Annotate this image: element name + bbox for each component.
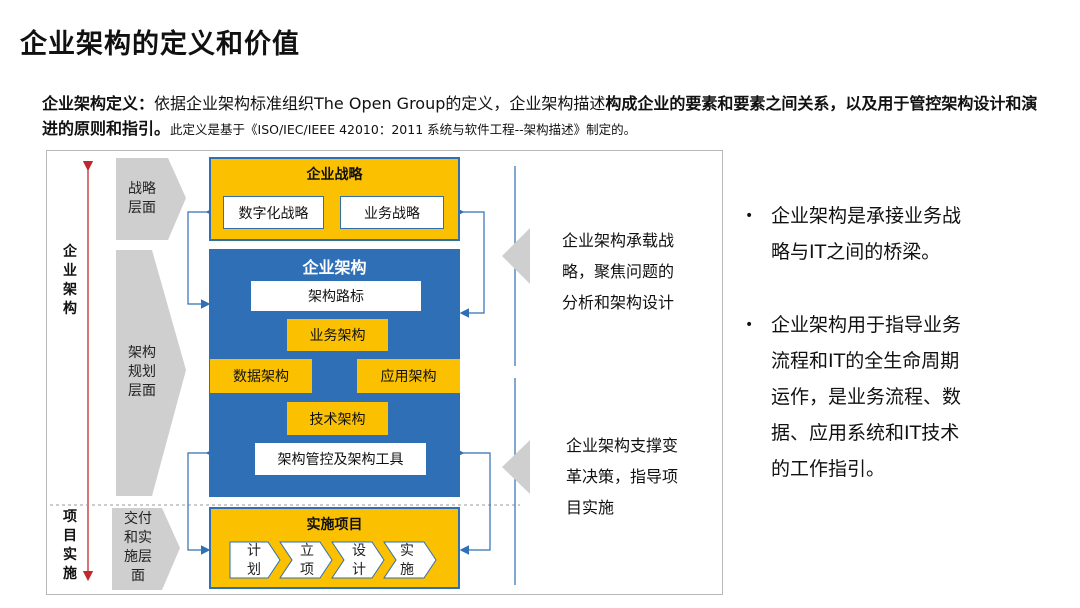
strategy-item-business: 业务战略	[340, 196, 444, 229]
side-label-enterprise-arch: 企业架构	[63, 244, 77, 317]
step-initiate-shape	[279, 541, 333, 579]
bullet-1: • 企业架构是承接业务战 略与IT之间的桥梁。	[745, 198, 985, 270]
chevron-strategy	[116, 158, 186, 240]
impl-steps	[229, 541, 437, 579]
layer-strategy: 战略层面	[128, 181, 156, 216]
step-implement-shape	[383, 541, 437, 579]
note-bottom-line-2: 革决策，指导项	[566, 467, 679, 486]
left-connector-top	[187, 207, 216, 309]
chevron-delivery	[112, 508, 180, 590]
step-design-shape	[331, 541, 385, 579]
bullet-2-line-4: 据、应用系统和IT技术	[771, 422, 960, 444]
pointer-bottom	[502, 440, 530, 494]
note-top-line-1: 企业架构承载战	[562, 231, 675, 250]
ea-application-arch: 应用架构	[357, 359, 460, 393]
bullet-2-line-5: 的工作指引。	[771, 458, 886, 480]
ea-roadmap: 架构路标	[250, 280, 422, 312]
definition-label: 企业架构定义：	[42, 94, 155, 113]
layer-delivery: 交付和实施层面	[124, 511, 152, 584]
layer-planning: 架构规划层面	[128, 345, 156, 399]
definition-paragraph: 企业架构定义：依据企业架构标准组织The Open Group的定义，企业架构描…	[42, 91, 1052, 142]
left-connector-bottom	[187, 448, 216, 555]
definition-note: 此定义是基于《ISO/IEC/IEEE 42010：2011 系统与软件工程--…	[170, 122, 637, 137]
bullet-2-line-2: 流程和IT的全生命周期	[771, 350, 960, 372]
pointer-top	[502, 228, 530, 284]
step-initiate: 立项	[300, 543, 314, 578]
ea-box-title: 企业架构	[302, 258, 367, 277]
ea-technology-arch: 技术架构	[287, 402, 388, 435]
note-bottom: 企业架构支撑变 革决策，指导项 目实施	[566, 430, 678, 523]
note-bottom-line-1: 企业架构支撑变	[566, 436, 679, 455]
bullet-dot-1: •	[745, 208, 754, 224]
step-plan: 计划	[247, 543, 261, 578]
note-top: 企业架构承载战 略，聚焦问题的 分析和架构设计	[562, 225, 674, 318]
bullet-2: • 企业架构用于指导业务 流程和IT的全生命周期 运作，是业务流程、数 据、应用…	[745, 307, 985, 487]
bullet-2-line-1: 企业架构用于指导业务	[771, 314, 962, 336]
note-top-line-3: 分析和架构设计	[562, 293, 675, 312]
ea-business-arch: 业务架构	[287, 319, 388, 351]
bullet-1-line-2: 略与IT之间的桥梁。	[771, 241, 941, 263]
definition-bold-text: 构成企业的要素和要素之间关系，以及用于管控架构设计和演进的原则和指引。	[42, 94, 1038, 138]
note-bottom-line-3: 目实施	[566, 498, 615, 517]
step-design: 设计	[352, 543, 366, 578]
bullet-2-line-3: 运作，是业务流程、数	[771, 386, 962, 408]
impl-box-title: 实施项目	[306, 517, 363, 533]
strategy-box-title: 企业战略	[306, 167, 363, 183]
bullet-1-line-1: 企业架构是承接业务战	[771, 205, 962, 227]
right-connector-bottom	[454, 448, 491, 555]
page-title: 企业架构的定义和价值	[20, 29, 300, 60]
step-plan-shape	[229, 541, 281, 579]
bullet-dot-2: •	[745, 317, 754, 333]
chevron-planning	[116, 250, 186, 496]
ea-governance: 架构管控及架构工具	[254, 442, 427, 476]
definition-text: 依据企业架构标准组织The Open Group的定义，企业架构描述	[154, 94, 606, 113]
side-label-project-impl: 项目实施	[63, 509, 77, 582]
note-top-line-2: 略，聚焦问题的	[562, 262, 675, 281]
ea-data-arch: 数据架构	[210, 359, 312, 393]
strategy-item-digital: 数字化战略	[223, 196, 324, 229]
right-connector-top	[454, 207, 485, 318]
step-implement: 实施	[400, 543, 414, 578]
